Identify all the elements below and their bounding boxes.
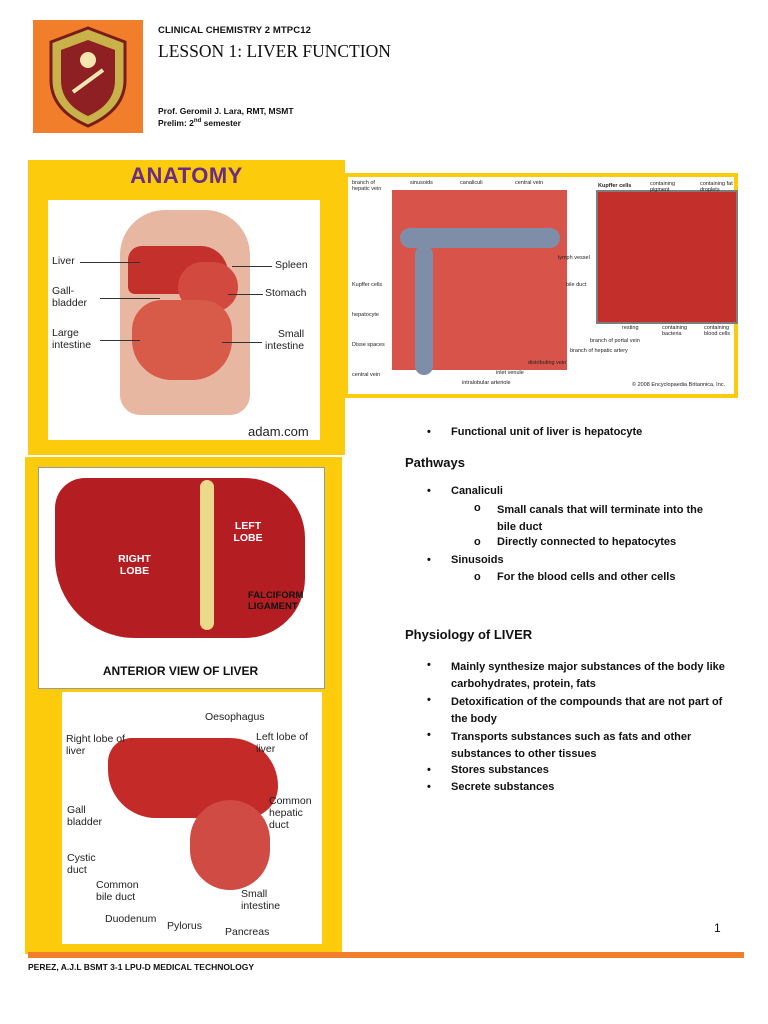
lobule-label: inlet venule	[496, 370, 524, 376]
zoom-label: containing pigment	[650, 181, 676, 193]
biliary-label: Common bile duct	[96, 879, 139, 903]
footer-text: PEREZ, A.J.L BSMT 3-1 LPU-D MEDICAL TECH…	[28, 962, 255, 972]
pathways-heading: Pathways	[405, 455, 465, 470]
biliary-label: Gall bladder	[67, 804, 103, 828]
label-spleen: Spleen	[275, 259, 308, 271]
falciform-ligament-shape	[200, 480, 214, 630]
sinusoids-detail: For the blood cells and other cells	[497, 571, 676, 583]
canaliculi-detail: Small canals that will terminate into th…	[497, 504, 703, 533]
lobule-label: central vein	[515, 180, 544, 186]
bullet-dot: •	[427, 554, 431, 566]
label-falciform: FALCIFORM LIGAMENT	[248, 590, 304, 612]
lobule-label: branch of hepatic vein	[352, 180, 382, 192]
physiology-item: Detoxification of the compounds that are…	[451, 696, 723, 725]
zoom-label: containing blood cells	[704, 325, 730, 337]
image-credit: © 2008 Encyclopaedia Britannica, Inc.	[632, 382, 726, 388]
label-gallbladder: Gall- bladder	[52, 285, 88, 309]
image-credit: adam.com	[248, 424, 309, 439]
bullet-dot: •	[427, 764, 431, 776]
lobule-label: Kupffer cells	[352, 282, 383, 288]
bullet-dot: •	[427, 659, 431, 671]
kupffer-zoom-inset	[596, 190, 738, 324]
anatomy-title: ANATOMY	[130, 163, 243, 188]
lobule-label: central vein	[352, 372, 381, 378]
leader-line	[100, 298, 160, 299]
label-large-intestine: Large intestine	[52, 327, 92, 351]
lesson-title: LESSON 1: LIVER FUNCTION	[158, 41, 391, 61]
zoom-label: containing bacteria	[662, 325, 688, 337]
biliary-label: Pylorus	[167, 920, 203, 932]
bullet-dot: •	[427, 781, 431, 793]
bullet-dot: •	[427, 485, 431, 497]
leader-line	[228, 294, 263, 295]
school-logo	[33, 20, 143, 133]
footer-rule	[28, 952, 744, 958]
lobule-label: branch of hepatic artery	[570, 348, 628, 354]
lobule-label: intralobular arteriole	[462, 380, 511, 386]
sub-bullet-circle: o	[474, 536, 481, 548]
intro-bullet: Functional unit of liver is hepatocyte	[451, 426, 643, 438]
biliary-label: Right lobe of liver	[66, 733, 125, 757]
label-stomach: Stomach	[265, 287, 307, 299]
professor-name: Prof. Geromil J. Lara, RMT, MSMT	[158, 106, 294, 116]
zoom-label: resting	[622, 325, 639, 331]
vein-shape	[415, 245, 433, 375]
anterior-caption: ANTERIOR VIEW OF LIVER	[102, 664, 259, 678]
lobule-label: sinusoids	[410, 180, 433, 186]
biliary-label: Cystic duct	[67, 852, 96, 876]
zoom-label: Kupffer cells	[598, 183, 632, 189]
physiology-item: Stores substances	[451, 764, 549, 776]
biliary-label: Oesophagus	[205, 711, 265, 723]
lobule-label: lymph vessel	[558, 255, 590, 261]
pathway-canaliculi: Canaliculi	[451, 485, 503, 497]
leader-line	[80, 262, 140, 263]
lobule-label: branch of portal vein	[590, 338, 640, 344]
biliary-label: Pancreas	[225, 926, 270, 938]
physiology-heading: Physiology of LIVER	[405, 627, 533, 642]
leader-line	[232, 266, 272, 267]
leader-line	[100, 340, 140, 341]
physiology-item: Secrete substances	[451, 781, 555, 793]
liver-shape	[55, 478, 305, 638]
leader-line	[222, 342, 262, 343]
page-number: 1	[714, 921, 721, 935]
lobule-label: Disse spaces	[352, 342, 385, 348]
label-left-lobe: LEFT LOBE	[233, 520, 263, 544]
biliary-label: Duodenum	[105, 913, 157, 925]
sub-bullet-circle: o	[474, 571, 481, 583]
label-liver: Liver	[52, 255, 75, 267]
biliary-illustration	[62, 692, 322, 944]
label-right-lobe: RIGHT LOBE	[118, 553, 151, 577]
label-small-intestine: Small intestine	[265, 328, 305, 352]
stomach-shape	[190, 800, 270, 890]
lobule-label: hepatocyte	[352, 312, 379, 318]
intestine-shape	[132, 300, 232, 380]
lobule-label: bile duct	[566, 282, 587, 288]
biliary-label: Left lobe of liver	[256, 731, 308, 755]
vein-shape	[400, 228, 560, 248]
canaliculi-detail: Directly connected to hepatocytes	[497, 536, 677, 548]
physiology-item: Mainly synthesize major substances of th…	[451, 661, 725, 690]
course-code: CLINICAL CHEMISTRY 2 MTPC12	[158, 25, 311, 36]
bullet-dot: •	[427, 694, 431, 706]
lobule-label: canaliculi	[460, 180, 483, 186]
pathway-sinusoids: Sinusoids	[451, 554, 504, 566]
bullet-dot: •	[427, 426, 431, 438]
biliary-label: Common hepatic duct	[269, 795, 312, 831]
bullet-dot: •	[427, 729, 431, 741]
physiology-item: Transports substances such as fats and o…	[451, 731, 692, 760]
zoom-label: containing fat droplets	[700, 181, 733, 193]
biliary-label: Small intestine	[241, 888, 281, 912]
term-line: Prelim: 2nd semester	[158, 118, 241, 128]
lobule-label: distributing vein	[528, 360, 567, 366]
sub-bullet-circle: o	[474, 502, 481, 514]
